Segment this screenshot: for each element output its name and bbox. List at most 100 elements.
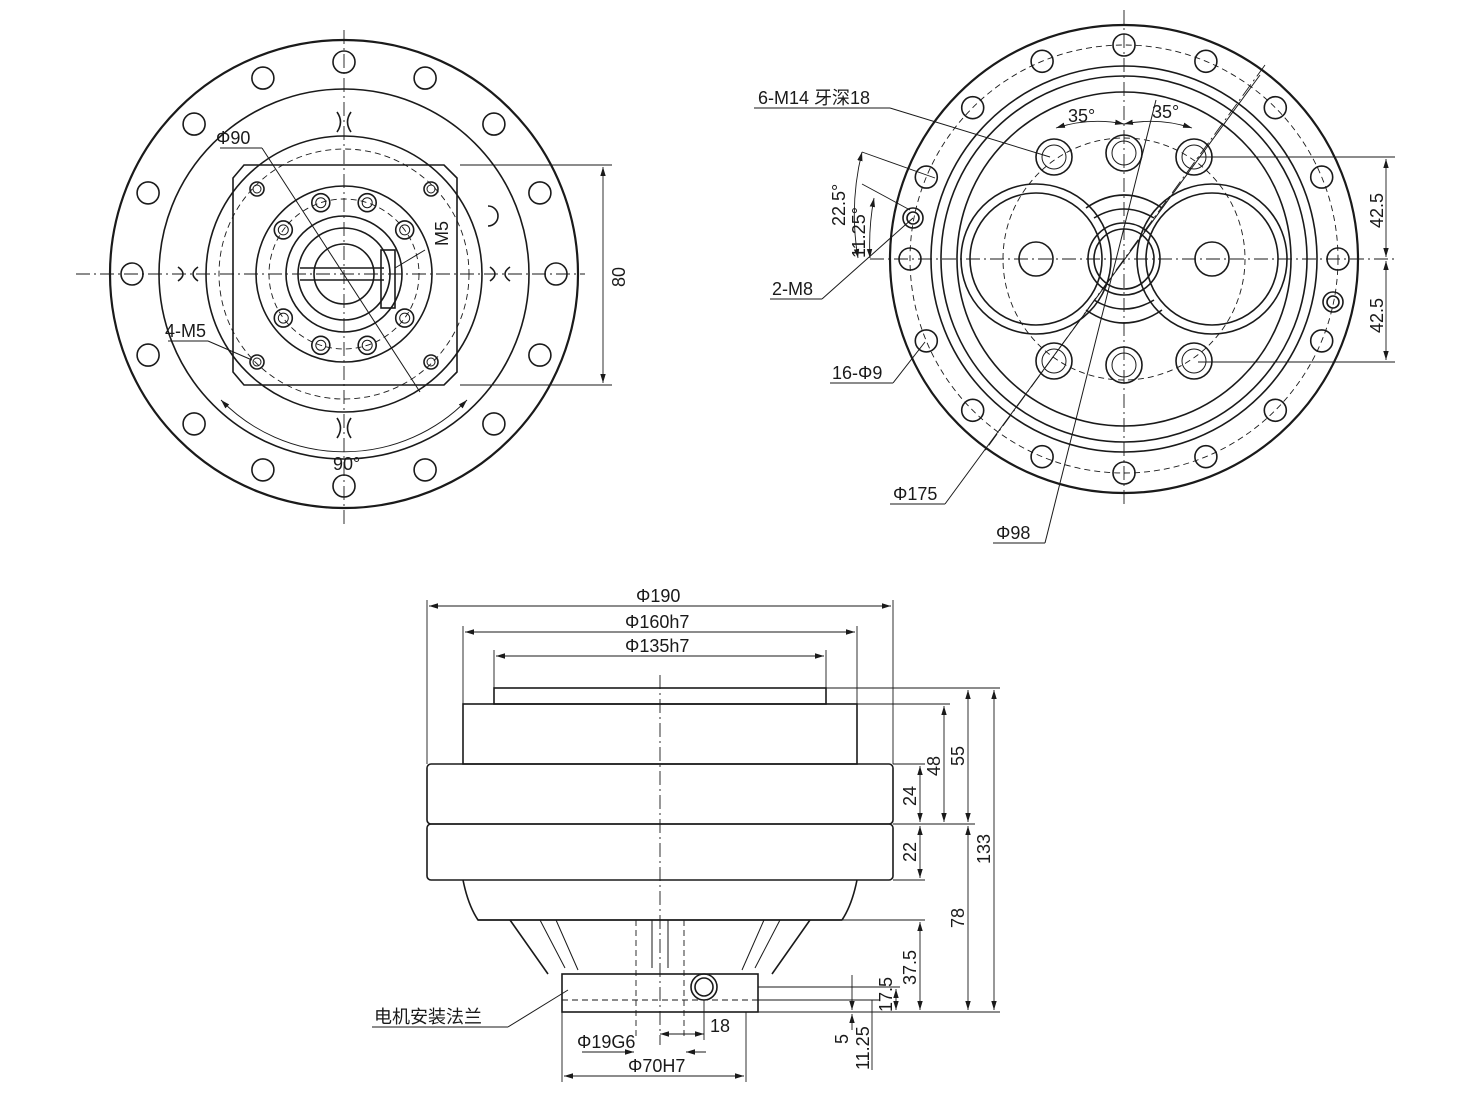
front-mount-hole (394, 308, 415, 328)
label-phi70h7: Φ70H7 (628, 1056, 685, 1076)
front-outer-hole (528, 343, 552, 367)
front-index-mark-icon (487, 205, 499, 227)
label-6m14: 6-M14 牙深18 (758, 88, 870, 108)
leader-phi98 (1044, 99, 1157, 544)
label-22-5: 22.5° (829, 184, 849, 226)
leader-motor-flange (507, 989, 569, 1028)
side-view: Φ190 Φ160h7 Φ135h7 55 48 24 22 133 78 37… (372, 586, 1000, 1082)
phi9-hole (1263, 95, 1288, 120)
front-view: Φ90 M5 4-M5 90° 80 (76, 30, 629, 528)
label-78: 78 (948, 908, 968, 928)
m14-hole (1175, 342, 1213, 380)
front-corner-hole-inner (426, 357, 436, 367)
label-phi90: Φ90 (216, 128, 250, 148)
angle-ext-line (861, 151, 936, 179)
label-m5: M5 (432, 221, 452, 246)
label-35b: 35° (1152, 102, 1179, 122)
front-mount-hole-inner (315, 339, 327, 351)
phi9-hole (914, 329, 939, 353)
leader-m5 (394, 249, 426, 269)
front-outer-hole (182, 412, 206, 436)
front-outer-hole (528, 181, 552, 205)
front-outer-hole (136, 343, 160, 367)
front-mount-hole (394, 220, 415, 240)
front-corner-hole (423, 181, 439, 197)
phi9-hole (1030, 444, 1054, 469)
label-2m8: 2-M8 (772, 279, 813, 299)
label-phi19g6: Φ19G6 (577, 1032, 635, 1052)
label-42-5-lower: 42.5 (1367, 298, 1387, 333)
front-mount-hole (273, 220, 294, 240)
front-mount-hole-inner (277, 224, 289, 236)
planet-gear-left-inner (969, 192, 1103, 326)
angle-11-25-arc (866, 197, 875, 259)
label-22: 22 (900, 842, 920, 862)
front-mount-hole-inner (277, 312, 289, 324)
m8-hole-inner (1326, 295, 1340, 309)
phi9-hole (1309, 329, 1334, 353)
angle-ext-line (861, 183, 911, 211)
front-mount-hole-inner (361, 339, 373, 351)
front-outer-hole (182, 112, 206, 136)
front-outer-hole (136, 181, 160, 205)
leader-2m8 (821, 217, 914, 300)
label-55: 55 (948, 746, 968, 766)
front-tick-right (489, 266, 511, 282)
label-motor-flange: 电机安装法兰 (374, 1007, 482, 1027)
front-mount-hole (357, 335, 378, 356)
leader-16phi9 (892, 341, 926, 384)
front-corner-hole-inner (252, 184, 262, 194)
label-11-25: 11.25° (849, 207, 869, 258)
label-133: 133 (974, 834, 994, 864)
label-phi175: Φ175 (893, 484, 937, 504)
leader-4m5 (207, 340, 253, 361)
front-corner-hole-inner (426, 184, 436, 194)
phi9-hole (1194, 49, 1218, 74)
angle-22-5-arc (853, 151, 863, 259)
front-mount-holes (273, 192, 415, 356)
angle-35-arc-left (1055, 119, 1125, 129)
phi9-hole (960, 95, 985, 120)
front-square-plate (232, 164, 458, 386)
label-42-5-upper: 42.5 (1367, 193, 1387, 228)
front-mount-hole-inner (315, 197, 327, 209)
front-corner-hole (249, 181, 265, 197)
m8-hole-inner (906, 211, 920, 225)
phi9-hole (1263, 398, 1288, 423)
m8-hole (1322, 291, 1344, 313)
front-corner-holes (249, 181, 439, 370)
phi9-hole (1030, 49, 1054, 74)
label-48: 48 (924, 756, 944, 776)
side-cone (509, 919, 811, 975)
front-outer-hole (413, 66, 437, 90)
label-18: 18 (710, 1016, 730, 1036)
side-shaft (651, 920, 669, 968)
label-90deg: 90° (333, 454, 360, 474)
m14-hole (1035, 342, 1073, 380)
front-mount-hole-inner (399, 224, 411, 236)
label-37-5: 37.5 (900, 950, 920, 985)
label-35a: 35° (1068, 106, 1095, 126)
label-4m5: 4-M5 (165, 321, 206, 341)
front-mount-hole (273, 308, 294, 328)
front-corner-hole-inner (252, 357, 262, 367)
label-16phi9: 16-Φ9 (832, 363, 882, 383)
side-ribs (539, 919, 781, 971)
front-outer-hole (413, 458, 437, 482)
m14-hole-inner (1041, 348, 1067, 374)
m14-hole-inner (1181, 348, 1207, 374)
label-5: 5 (832, 1034, 852, 1044)
label-phi160h7: Φ160h7 (625, 612, 689, 632)
m8-hole (902, 207, 924, 229)
front-clamp-slot (380, 249, 396, 309)
phi9-hole (1309, 165, 1334, 189)
back-angle-ref-line (983, 64, 1266, 453)
back-view: 6-M14 牙深18 35° 35° 22.5° 11.25° 2-M8 16-… (754, 10, 1395, 544)
label-phi98: Φ98 (996, 523, 1030, 543)
leader-phi90 (261, 147, 421, 393)
label-11-25: 11.25 (853, 1026, 873, 1070)
label-phi190: Φ190 (636, 586, 680, 606)
front-outer-hole (482, 412, 506, 436)
